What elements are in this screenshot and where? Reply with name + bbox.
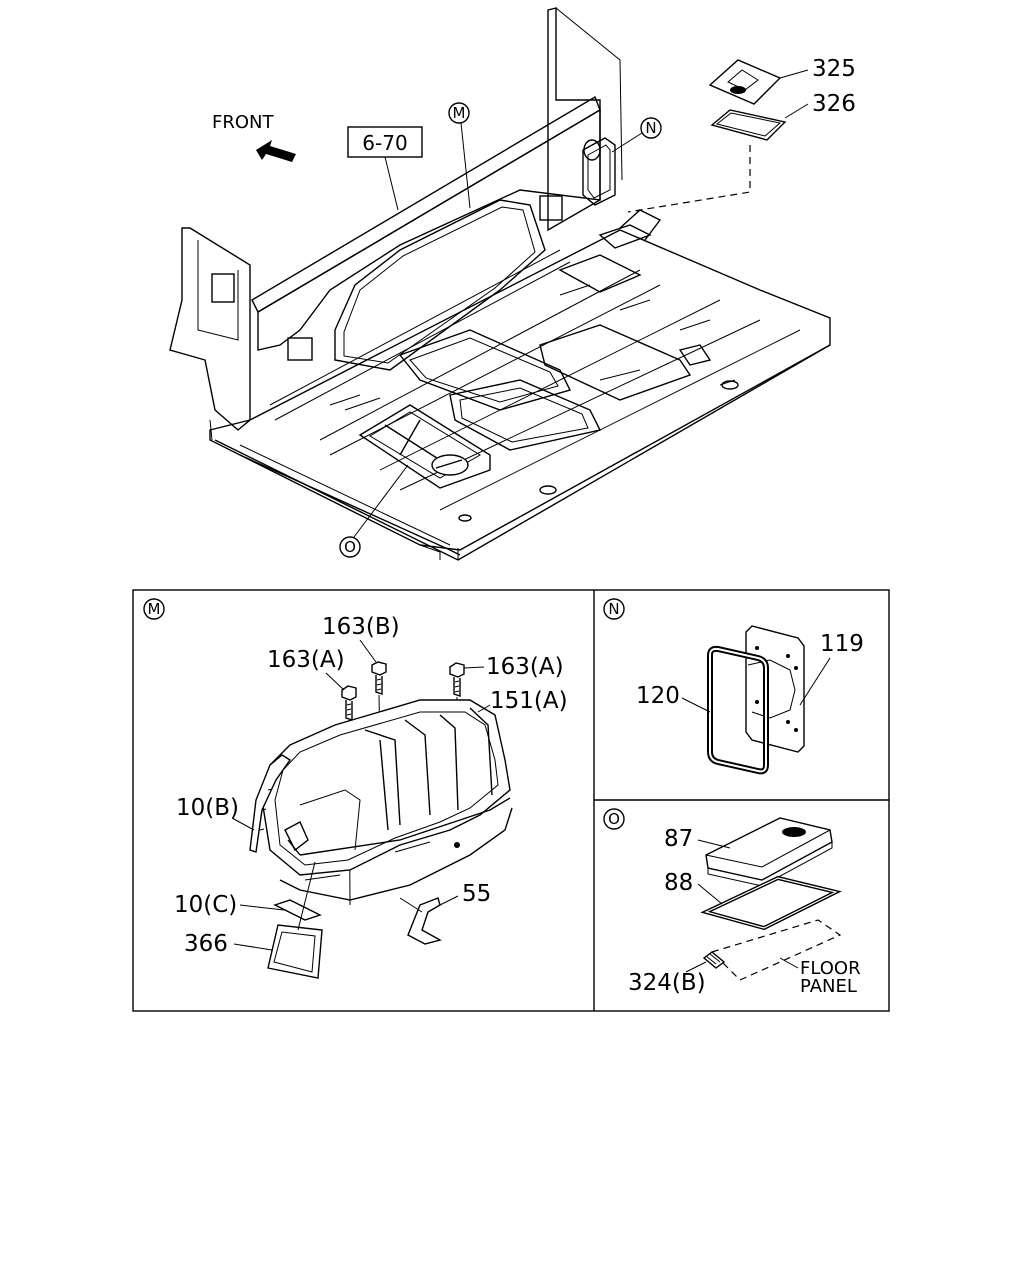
hook-55: [407, 897, 442, 945]
floor-label-line1: FLOOR: [800, 958, 861, 979]
floor-label-line2: PANEL: [800, 976, 857, 997]
clip-324b: [702, 951, 726, 969]
part-10b-label: 10(B): [176, 795, 239, 821]
detail-panel-o: O 87 88 324(B) FLOOR PANEL: [603, 808, 861, 997]
front-arrow-icon: [256, 140, 296, 162]
reference-box-text: 6-70: [362, 131, 407, 155]
part-120-label: 120: [636, 683, 680, 709]
callout-m: M: [448, 102, 471, 209]
plate-366: [267, 924, 323, 979]
seal-strip-10b: [249, 754, 291, 853]
fuel-tank-cover: [261, 699, 513, 901]
part-324b-label: 324(B): [628, 970, 706, 996]
front-label: FRONT: [212, 112, 274, 133]
service-lid-87: [705, 817, 833, 887]
part-55-label: 55: [462, 881, 491, 907]
panel-n-tag: N: [608, 600, 619, 618]
part-366-label: 366: [184, 931, 228, 957]
reference-box: 6-70: [347, 126, 423, 211]
part-325-label: 325: [812, 56, 856, 82]
panel-m-tag: M: [148, 600, 161, 618]
floor-panel-outline: [710, 919, 842, 981]
detail-panels-frame: [132, 589, 890, 1012]
part-163a-left-label: 163(A): [267, 647, 345, 673]
parts-325-326: 325 326: [627, 56, 856, 213]
gasket-120: [707, 645, 769, 775]
part-87-label: 87: [664, 826, 693, 852]
part-163a-right-label: 163(A): [486, 654, 564, 680]
part-163b-label: 163(B): [322, 614, 400, 640]
part-119-label: 119: [820, 631, 864, 657]
callout-o: O: [339, 464, 409, 558]
access-plate-119: [745, 625, 805, 753]
part-151a-label: 151(A): [490, 688, 568, 714]
callout-m-letter: M: [453, 104, 466, 122]
callout-n: N: [611, 117, 662, 153]
seal-strip-10c: [273, 899, 322, 921]
part-326-label: 326: [812, 91, 856, 117]
front-indicator: FRONT: [212, 112, 296, 162]
detail-panel-m: M: [143, 598, 568, 979]
panel-o-tag: O: [608, 810, 620, 828]
callout-n-letter: N: [645, 119, 656, 137]
detail-panel-n: N 119 120: [603, 598, 864, 775]
floor-assembly: [169, 7, 831, 561]
callout-o-letter: O: [344, 538, 356, 556]
part-88-label: 88: [664, 870, 693, 896]
part-10c-label: 10(C): [174, 892, 237, 918]
